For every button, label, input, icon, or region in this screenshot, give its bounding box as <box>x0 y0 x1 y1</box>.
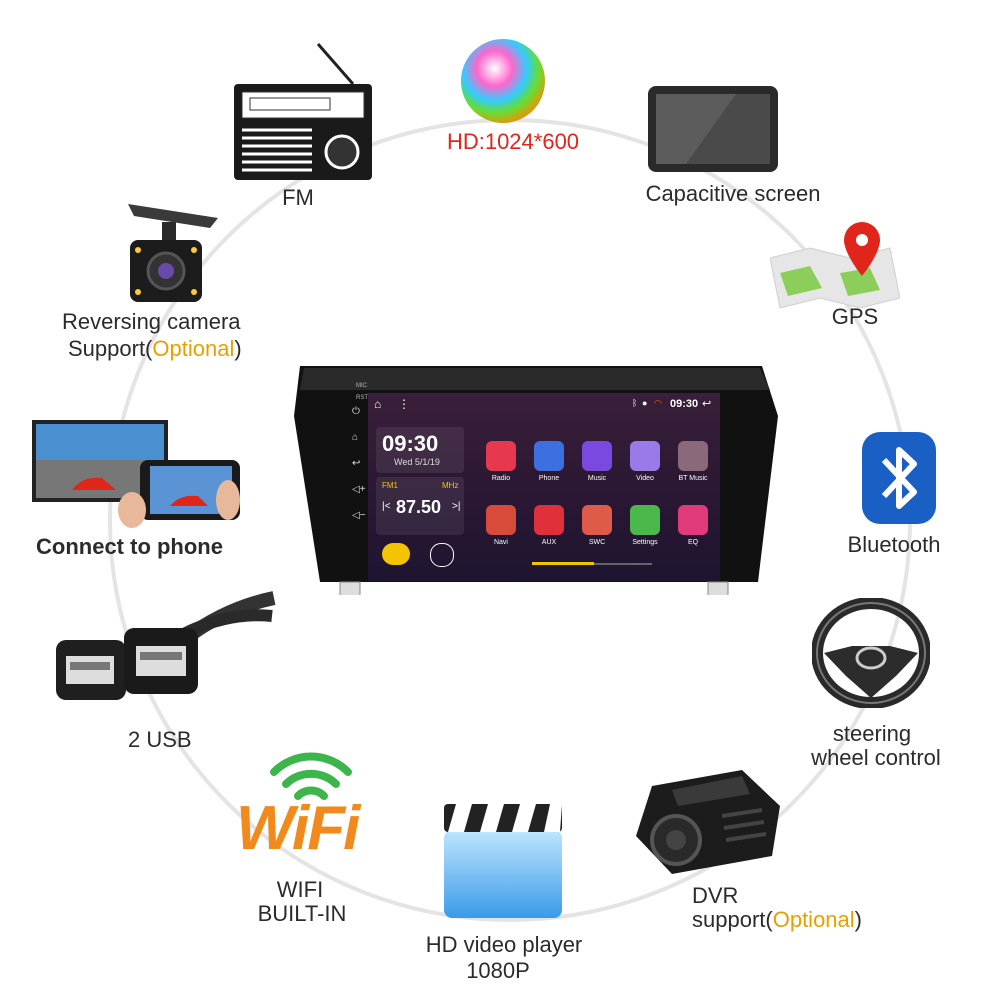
tablet-screen-icon <box>648 86 778 172</box>
radio-prev-icon[interactable]: |< <box>382 501 391 512</box>
wifi-label-line2: BUILT-IN <box>257 901 347 926</box>
app-phone-icon[interactable] <box>534 441 564 471</box>
app-settings-label: Settings <box>632 539 658 546</box>
app-phone-label: Phone <box>538 475 560 482</box>
apps-grid-icon[interactable] <box>430 543 454 567</box>
fm-radio-icon <box>234 43 372 180</box>
video-label-line1: HD video player <box>425 932 583 957</box>
page-indicator-active <box>532 562 594 565</box>
video-clapperboard-icon <box>444 804 562 918</box>
wifi-signal-icon <box>270 752 352 800</box>
clock-widget <box>376 427 464 473</box>
color-sphere-icon <box>461 39 545 123</box>
bluetooth-label: Bluetooth <box>847 532 941 557</box>
dvr-label-line1: DVR <box>692 883 739 908</box>
side-rst-label: RST <box>356 395 368 401</box>
menu-dots-icon[interactable]: ⋮ <box>398 397 410 411</box>
side-home-icon[interactable]: ⌂ <box>352 432 359 443</box>
app-aux-label: AUX <box>541 539 557 546</box>
status-bar: ⌂ ⋮ ᛒ ● ◠ 09:30 ↩ <box>368 393 720 415</box>
app-navi-icon[interactable] <box>486 505 516 535</box>
app-radio-icon[interactable] <box>486 441 516 471</box>
app-navi-label: Navi <box>493 539 508 546</box>
clock-time: 09:30 <box>382 431 439 456</box>
side-vol-down-icon[interactable]: ◁− <box>352 510 366 521</box>
wifi-label-line1: WIFI <box>276 877 324 902</box>
radio-band: FM1 <box>382 481 398 490</box>
app-music-icon[interactable] <box>582 441 612 471</box>
steering-wheel-icon <box>812 598 930 708</box>
connect-phone-label: Connect to phone <box>36 534 223 559</box>
back-status-icon[interactable]: ↩ <box>702 398 712 410</box>
dvr-camera-icon <box>636 770 780 874</box>
app-aux-icon[interactable] <box>534 505 564 535</box>
steering-label-line2: wheel control <box>811 745 941 770</box>
dvr-close-paren: ) <box>854 907 862 932</box>
app-swc-label: SWC <box>588 539 606 546</box>
wifi-logo-text: WiFi <box>236 794 360 863</box>
dvr-support-text: support( <box>692 907 773 932</box>
location-status-icon: ● <box>642 398 648 408</box>
usb-label: 2 USB <box>128 727 192 752</box>
hd-resolution-label: HD:1024*600 <box>446 129 580 154</box>
clock-date: Wed 5/1/19 <box>394 457 440 467</box>
reversing-camera-icon <box>128 204 218 302</box>
app-radio-label: Radio <box>491 475 511 482</box>
wifi-status-icon: ◠ <box>654 398 662 408</box>
app-bt-music-label: BT Music <box>678 475 708 482</box>
side-power-icon[interactable]: ⏻ <box>352 406 360 417</box>
steering-label-line1: steering <box>832 721 912 746</box>
gps-map-pin-icon <box>770 222 900 308</box>
radio-unit: MHz <box>442 481 459 490</box>
car-mode-icon[interactable] <box>382 543 410 565</box>
radio-next-icon[interactable]: >| <box>452 501 461 512</box>
reversing-support-text: Support( <box>68 336 153 361</box>
phone-mirror-icon <box>32 420 240 528</box>
head-unit-screen: ⌂ ⋮ ᛒ ● ◠ 09:30 ↩ 09:30 Wed 5/1/19 FM1 M… <box>368 393 720 581</box>
radio-frequency: 87.50 <box>396 497 442 517</box>
dvr-label-line2: support(Optional) <box>692 908 862 932</box>
bluetooth-icon <box>862 432 936 524</box>
reversing-label-line1: Reversing camera <box>62 309 241 334</box>
app-settings-icon[interactable] <box>630 505 660 535</box>
side-vol-up-icon[interactable]: ◁+ <box>352 484 366 495</box>
app-eq-icon[interactable] <box>678 505 708 535</box>
radio-widget[interactable] <box>376 477 464 535</box>
app-video-icon[interactable] <box>630 441 660 471</box>
status-time: 09:30 <box>670 398 699 410</box>
app-eq-label: EQ <box>687 539 699 546</box>
capacitive-label: Capacitive screen <box>645 181 821 206</box>
side-mic-label: MIC <box>356 383 367 389</box>
side-back-icon[interactable]: ↩ <box>352 458 361 469</box>
app-bt-music-icon[interactable] <box>678 441 708 471</box>
reversing-close-paren: ) <box>234 336 242 361</box>
dvr-optional-text: Optional <box>772 907 855 932</box>
reversing-label-line2: Support(Optional) <box>68 337 242 361</box>
usb-cable-icon <box>56 591 276 700</box>
reversing-optional-text: Optional <box>152 336 235 361</box>
fm-label: FM <box>282 185 314 210</box>
app-swc-icon[interactable] <box>582 505 612 535</box>
home-icon[interactable]: ⌂ <box>374 397 382 411</box>
gps-label: GPS <box>831 304 879 329</box>
app-music-label: Music <box>587 475 607 482</box>
video-label-line2: 1080P <box>466 958 530 983</box>
app-video-label: Video <box>636 475 654 482</box>
bluetooth-status-icon: ᛒ <box>632 398 638 408</box>
